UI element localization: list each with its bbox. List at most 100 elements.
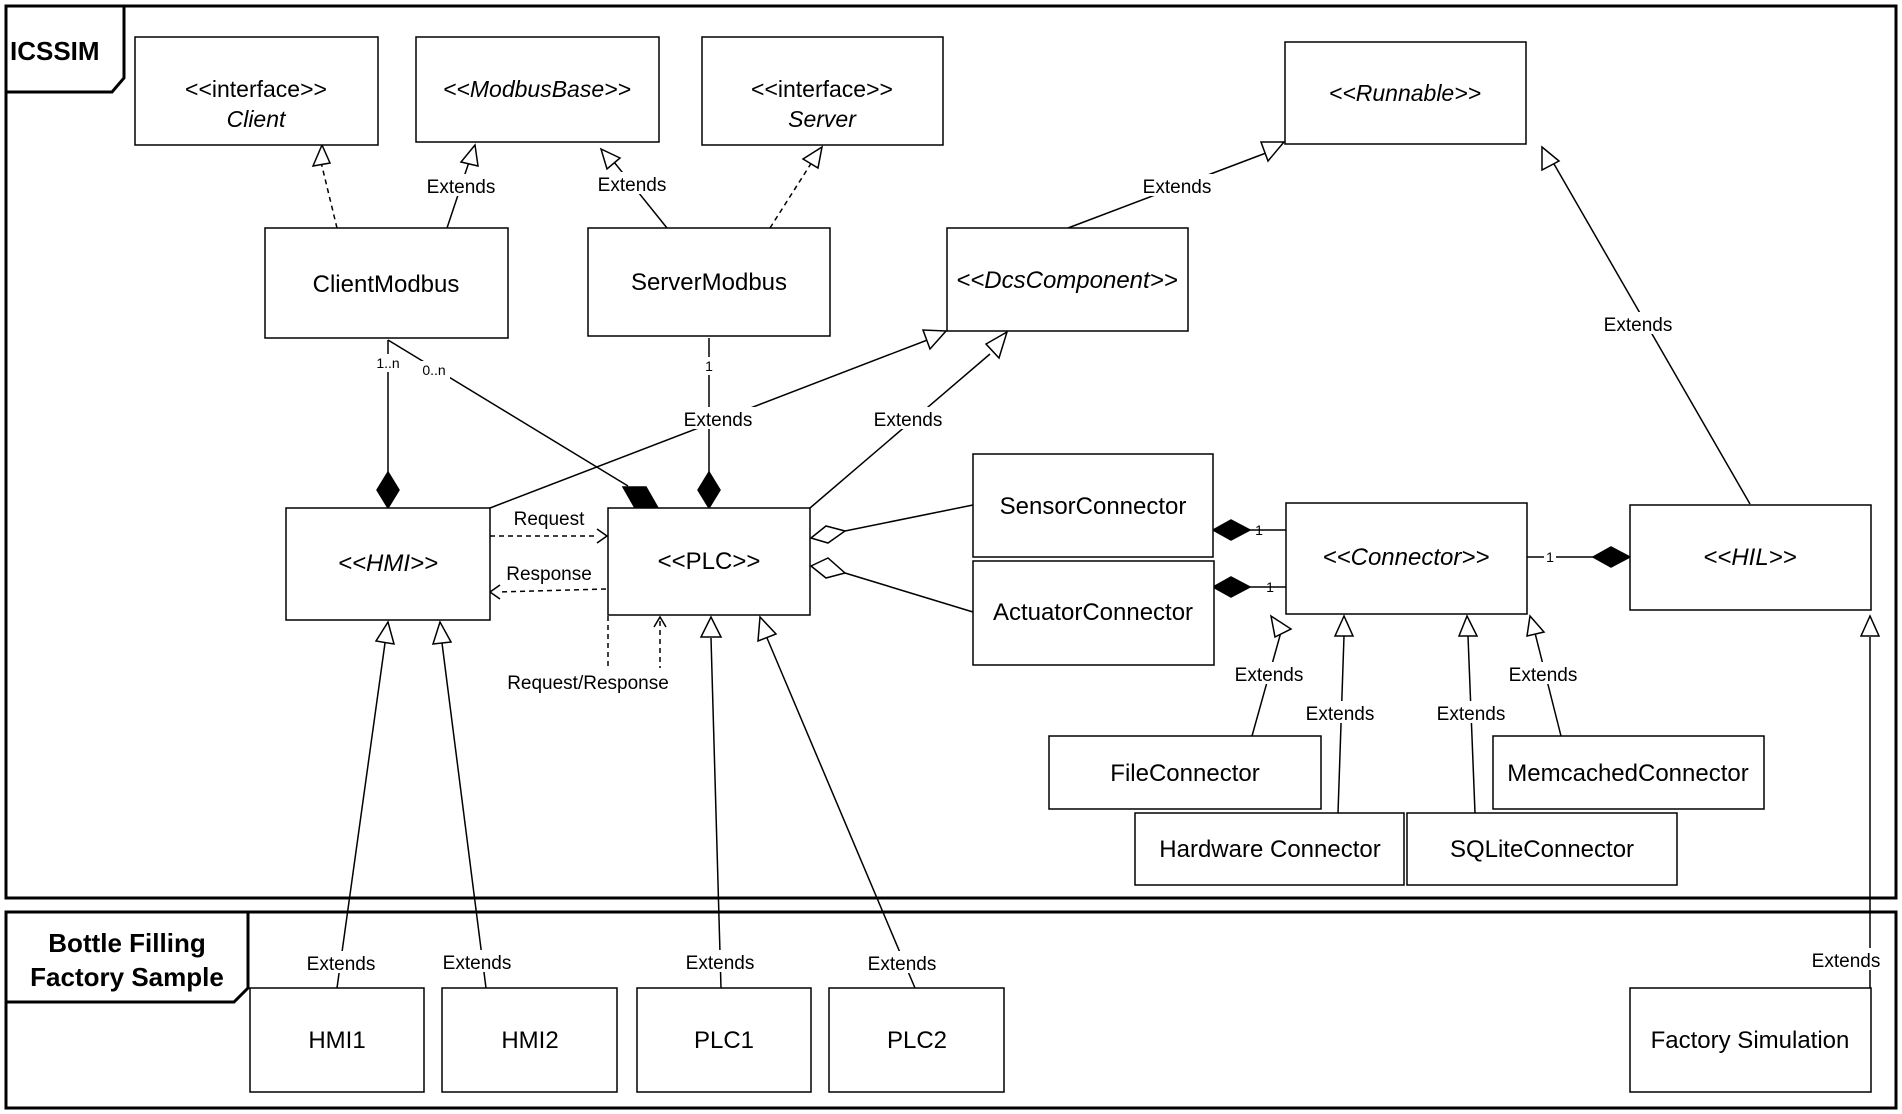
plc1-extends-line xyxy=(710,637,722,989)
sensor-connector-name: SensorConnector xyxy=(1000,493,1187,520)
plc1-name: PLC1 xyxy=(694,1027,754,1054)
multiplicity-server-plc: 1 xyxy=(705,358,713,374)
client-modbus-name: ClientModbus xyxy=(313,271,460,298)
class-runnable[interactable]: <<Runnable>> xyxy=(1284,41,1527,145)
plc-self-request-line xyxy=(607,616,661,677)
extends-label-plc1: Extends xyxy=(686,953,755,974)
class-sensor-connector[interactable]: SensorConnector xyxy=(972,453,1214,558)
class-plc[interactable]: <<PLC>> xyxy=(607,507,811,616)
extends-label-hmi1: Extends xyxy=(307,954,376,975)
multiplicity-client-hmi: 1..n xyxy=(376,355,399,371)
actuator-connector-name: ActuatorConnector xyxy=(993,599,1193,626)
plc-extends-dcs-line xyxy=(809,353,991,509)
multiplicity-actuator-connector: 1 xyxy=(1266,579,1274,595)
client-name: Client xyxy=(227,106,287,132)
bottle-filling-frame-title-line1: Bottle Filling xyxy=(48,928,205,958)
class-client-modbus[interactable]: ClientModbus xyxy=(264,227,509,339)
plc-arrowhead-plc2 xyxy=(757,615,778,643)
server-realization-arrowhead xyxy=(801,145,824,170)
sensor-composition-diamond xyxy=(1211,519,1252,541)
modbus-base-arrowhead-left xyxy=(459,143,479,167)
request-response-arrowhead xyxy=(653,615,667,628)
extends-label-dcs: Extends xyxy=(1143,177,1212,198)
hmi2-extends-line xyxy=(441,642,487,989)
icssim-frame-title: ICSSIM xyxy=(10,36,100,66)
dcs-arrowhead-plc xyxy=(984,330,1009,360)
class-client[interactable]: <<interface>> Client xyxy=(134,36,379,146)
server-modbus-name: ServerModbus xyxy=(631,269,787,296)
class-hmi[interactable]: <<HMI>> xyxy=(285,507,491,621)
runnable-arrowhead-hil xyxy=(1541,145,1561,172)
connector-arrowhead-memcached xyxy=(1526,614,1546,637)
hmi-name: <<HMI>> xyxy=(338,550,438,577)
hil-arrowhead-factory xyxy=(1859,614,1881,637)
extends-label-hil: Extends xyxy=(1604,315,1673,336)
plc2-extends-line xyxy=(766,637,916,989)
memcached-connector-extends-line xyxy=(1534,632,1562,737)
response-line xyxy=(498,588,607,593)
hmi-composition-diamond xyxy=(376,470,400,510)
class-server-modbus[interactable]: ServerModbus xyxy=(587,227,831,337)
server-name: Server xyxy=(788,106,857,132)
hmi2-name: HMI2 xyxy=(501,1027,558,1054)
request-response-label: Request/Response xyxy=(507,673,669,694)
client-realization-line xyxy=(320,161,338,229)
actuator-aggregation-line xyxy=(844,572,974,613)
hmi1-name: HMI1 xyxy=(308,1027,365,1054)
class-plc2[interactable]: PLC2 xyxy=(828,987,1005,1093)
extends-label-client-modbus: Extends xyxy=(427,177,496,198)
runnable-name: <<Runnable>> xyxy=(1329,80,1481,106)
class-hmi2[interactable]: HMI2 xyxy=(441,987,618,1093)
file-connector-name: FileConnector xyxy=(1110,760,1259,787)
hmi1-extends-line xyxy=(336,642,386,989)
class-plc1[interactable]: PLC1 xyxy=(636,987,812,1093)
request-label: Request xyxy=(514,509,585,530)
runnable-arrowhead-dcs xyxy=(1259,141,1286,163)
hardware-connector-extends-line xyxy=(1337,635,1345,814)
extends-labels: Extends Extends Extends Extends Extends … xyxy=(301,172,1886,975)
memcached-connector-name: MemcachedConnector xyxy=(1507,760,1748,787)
extends-label-plc: Extends xyxy=(874,410,943,431)
class-factory-simulation[interactable]: Factory Simulation xyxy=(1629,987,1872,1093)
class-memcached-connector[interactable]: MemcachedConnector xyxy=(1492,735,1765,810)
extends-label-hmi: Extends xyxy=(684,410,753,431)
connector-name: <<Connector>> xyxy=(1323,544,1490,571)
plc-sensor-aggregation-diamond xyxy=(809,525,847,544)
extends-label-server-modbus: Extends xyxy=(598,175,667,196)
class-actuator-connector[interactable]: ActuatorConnector xyxy=(972,560,1215,666)
multiplicity-connector-hil: 1 xyxy=(1546,549,1554,565)
bottle-filling-frame-title-line2: Factory Sample xyxy=(30,962,224,992)
class-sqlite-connector[interactable]: SQLiteConnector xyxy=(1406,812,1678,886)
connector-arrowhead-file xyxy=(1269,614,1293,639)
class-hil[interactable]: <<HIL>> xyxy=(1629,504,1872,611)
actuator-composition-diamond xyxy=(1211,576,1252,598)
plc-server-composition-diamond xyxy=(697,470,721,510)
plc-arrowhead-plc1 xyxy=(699,615,723,638)
dcs-component-name: <<DcsComponent>> xyxy=(956,267,1177,294)
factory-simulation-name: Factory Simulation xyxy=(1651,1027,1850,1054)
sqlite-connector-extends-line xyxy=(1467,635,1476,814)
connector-arrowhead-sqlite xyxy=(1457,614,1479,637)
server-stereotype: <<interface>> xyxy=(751,76,893,102)
extends-label-plc2: Extends xyxy=(868,954,937,975)
multiplicity-labels: 1..n 0..n 1 1 1 1 xyxy=(372,354,1556,595)
class-hmi1[interactable]: HMI1 xyxy=(249,987,425,1093)
extends-label-hmi2: Extends xyxy=(443,953,512,974)
server-realization-line xyxy=(769,161,813,229)
class-connector[interactable]: <<Connector>> xyxy=(1285,502,1528,615)
class-file-connector[interactable]: FileConnector xyxy=(1048,735,1322,810)
class-server[interactable]: <<interface>> Server xyxy=(701,36,944,146)
class-modbus-base[interactable]: <<ModbusBase>> xyxy=(415,36,660,143)
dcs-arrowhead-hmi xyxy=(921,329,948,351)
extends-label-factory-simulation: Extends xyxy=(1812,951,1881,972)
client-realization-arrowhead xyxy=(311,143,332,167)
class-dcs-component[interactable]: <<DcsComponent>> xyxy=(946,227,1189,332)
response-label: Response xyxy=(506,564,592,585)
extends-label-sqlite-connector: Extends xyxy=(1437,704,1506,725)
hardware-connector-name: Hardware Connector xyxy=(1159,836,1380,863)
class-hardware-connector[interactable]: Hardware Connector xyxy=(1134,812,1405,886)
multiplicity-sensor-connector: 1 xyxy=(1255,522,1263,538)
extends-label-file-connector: Extends xyxy=(1235,665,1304,686)
plc-name: <<PLC>> xyxy=(658,548,761,575)
plc2-name: PLC2 xyxy=(887,1027,947,1054)
